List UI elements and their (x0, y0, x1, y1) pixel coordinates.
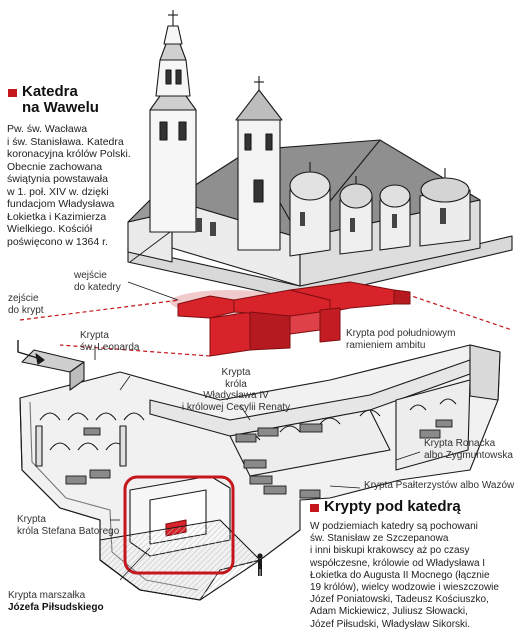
label-crypt-batory: Krypta króla Stefana Batorego (17, 514, 120, 537)
label-crypt-ronacka: Krypta Ronacka albo Zygmuntowska (424, 438, 513, 461)
cathedral-heading-bullet (8, 89, 17, 97)
cathedral-description: Pw. św. Wacława i św. Stanisława. Katedr… (7, 123, 131, 248)
label-crypt-leonard: Krypta św. Leonarda (80, 330, 140, 353)
highlight-frame (123, 475, 235, 575)
label-leaders (110, 375, 421, 581)
label-crypt-south: Krypta pod południowym ramieniem ambitu (346, 328, 456, 351)
leader-lines (94, 231, 179, 360)
label-crypt-psalterzystow: Krypta Psałterzystów albo Wazów (364, 480, 515, 491)
crypts-heading: Krypty pod katedrą (324, 498, 461, 515)
sarcophagus-icon (65, 419, 453, 499)
crypt-plan-icon (17, 340, 501, 601)
crypts-description: W podziemiach katedry są pochowani św. S… (310, 521, 499, 630)
label-crypt-pilsudski: Krypta marszałka (8, 590, 86, 601)
cathedral-icon (127, 10, 513, 301)
crypts-heading-bullet (310, 504, 319, 512)
connector-lines (19, 291, 513, 357)
person-icon (257, 553, 263, 576)
label-crypt-wladyslaw: Krypta króla Władysława IV i królowej Ce… (181, 367, 291, 413)
cathedral-heading: Katedra na Wawelu (22, 83, 99, 116)
cathedral-crypts-red (170, 281, 411, 357)
label-crypt-pilsudski-name: Józefa Piłsudskiego (8, 602, 104, 613)
label-descent-crypt: zejście do krypt (8, 293, 44, 316)
label-entrance-cathedral: wejście do katedry (74, 270, 121, 293)
